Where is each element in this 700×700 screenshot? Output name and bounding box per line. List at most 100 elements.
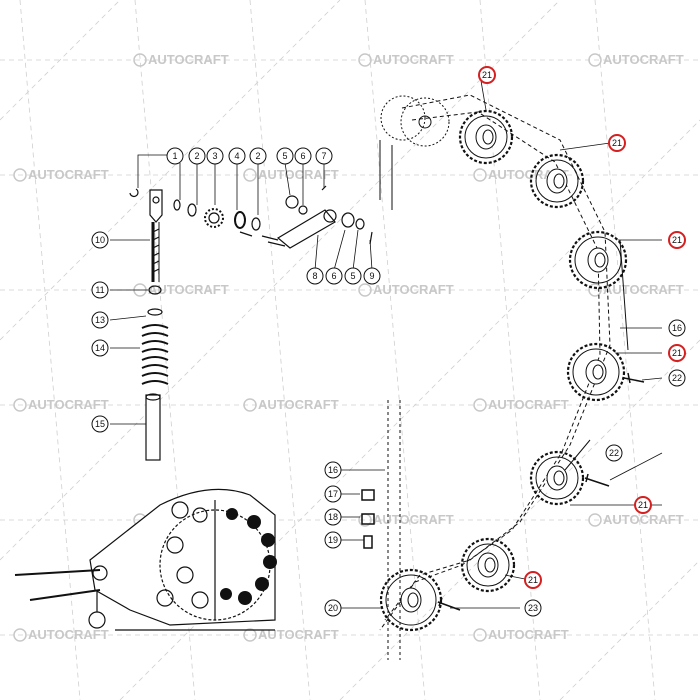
sprocket: [568, 230, 628, 290]
callout-label: 23: [528, 603, 538, 613]
watermark-logo: AUTOCRAFT: [588, 282, 684, 297]
callout: 6: [325, 267, 343, 285]
sprocket: [460, 537, 516, 593]
watermark-text: AUTOCRAFT: [148, 52, 229, 67]
callout: 5: [276, 147, 294, 165]
callout-label: 2: [194, 151, 199, 161]
callout-label: 7: [321, 151, 326, 161]
callout: 9: [363, 267, 381, 285]
callout: 22: [668, 369, 686, 387]
callout-highlighted: 21: [668, 231, 686, 249]
callout-label: 15: [95, 419, 105, 429]
callout-label: 6: [331, 271, 336, 281]
watermark-text: AUTOCRAFT: [258, 397, 339, 412]
callout-label: 13: [95, 315, 105, 325]
callout: 6: [294, 147, 312, 165]
callout-label: 3: [212, 151, 217, 161]
tensioner-assembly: [129, 185, 373, 461]
baler-illustration: [14, 488, 277, 631]
callout-label: 5: [282, 151, 287, 161]
callout-highlighted: 21: [634, 496, 652, 514]
callout: 19: [324, 531, 342, 549]
watermark-logo: AUTOCRAFT: [358, 282, 454, 297]
callout: 16: [668, 319, 686, 337]
callout-label: 21: [672, 235, 682, 245]
watermark-logo: AUTOCRAFT: [133, 52, 229, 67]
callout: 10: [91, 231, 109, 249]
callout-label: 21: [638, 500, 648, 510]
watermark-logo: AUTOCRAFT: [358, 52, 454, 67]
callout: 16: [324, 461, 342, 479]
callout: 2: [249, 147, 267, 165]
callout-label: 17: [328, 489, 338, 499]
callout-label: 20: [328, 603, 338, 613]
watermark-text: AUTOCRAFT: [28, 397, 109, 412]
watermark-logo: AUTOCRAFT: [243, 397, 339, 412]
watermark-logo: AUTOCRAFT: [133, 282, 229, 297]
watermark-logo: AUTOCRAFT: [243, 627, 339, 642]
watermark-logo: AUTOCRAFT: [13, 627, 109, 642]
callout-label: 2: [255, 151, 260, 161]
callout: 23: [524, 599, 542, 617]
sprocket: [566, 342, 626, 402]
watermark-logo: AUTOCRAFT: [588, 512, 684, 527]
callout: 8: [306, 267, 324, 285]
chain-drive: [361, 94, 645, 660]
callout-highlighted: 21: [478, 66, 496, 84]
watermark-text: AUTOCRAFT: [603, 52, 684, 67]
watermark-text: AUTOCRAFT: [258, 167, 339, 182]
callout-label: 14: [95, 343, 105, 353]
callout-label: 21: [612, 138, 622, 148]
callout: 11: [91, 281, 109, 299]
callout-label: 16: [328, 465, 338, 475]
callout-label: 6: [300, 151, 305, 161]
leader-lines: [109, 74, 663, 609]
callout-label: 16: [672, 323, 682, 333]
callout: 1: [166, 147, 184, 165]
sprocket: [458, 109, 514, 165]
callout: 22: [605, 444, 623, 462]
callout: 20: [324, 599, 342, 617]
callout-label: 4: [234, 151, 239, 161]
watermark-logos: AUTOCRAFT AUTOCRAFT AUTOCRAFT AUTOCRAFT AUTO…: [13, 52, 684, 642]
watermark-text: AUTOCRAFT: [373, 282, 454, 297]
sprocket: [379, 568, 443, 632]
callout-label: 10: [95, 235, 105, 245]
watermark-text: AUTOCRAFT: [28, 167, 109, 182]
watermark-logo: AUTOCRAFT: [243, 167, 339, 182]
callout-label: 19: [328, 535, 338, 545]
callout-label: 8: [312, 271, 317, 281]
watermark-text: AUTOCRAFT: [148, 282, 229, 297]
callout: 5: [344, 267, 362, 285]
watermark-text: AUTOCRAFT: [603, 282, 684, 297]
watermark-text: AUTOCRAFT: [603, 512, 684, 527]
callout: 18: [324, 508, 342, 526]
callout: 13: [91, 311, 109, 329]
watermark-logo: AUTOCRAFT: [13, 397, 109, 412]
callout-label: 21: [482, 70, 492, 80]
callout: 2: [188, 147, 206, 165]
callout-label: 5: [350, 271, 355, 281]
watermark-text: AUTOCRAFT: [373, 512, 454, 527]
callout: 4: [228, 147, 246, 165]
watermark-logo: AUTOCRAFT: [473, 397, 569, 412]
callout-label: 18: [328, 512, 338, 522]
callout-label: 22: [609, 448, 619, 458]
callout-label: 21: [528, 575, 538, 585]
watermark-logo: AUTOCRAFT: [473, 627, 569, 642]
sprocket: [529, 450, 585, 506]
watermark-text: AUTOCRAFT: [488, 627, 569, 642]
watermark-text: AUTOCRAFT: [28, 627, 109, 642]
callout: 14: [91, 339, 109, 357]
sprocket: [529, 153, 585, 209]
callout: 3: [206, 147, 224, 165]
callout-label: 22: [672, 373, 682, 383]
callout: 17: [324, 485, 342, 503]
callout-label: 11: [95, 285, 104, 295]
callout-label: 1: [172, 151, 177, 161]
callout-highlighted: 21: [608, 134, 626, 152]
callout-label: 21: [672, 348, 682, 358]
watermark-text: AUTOCRAFT: [488, 397, 569, 412]
